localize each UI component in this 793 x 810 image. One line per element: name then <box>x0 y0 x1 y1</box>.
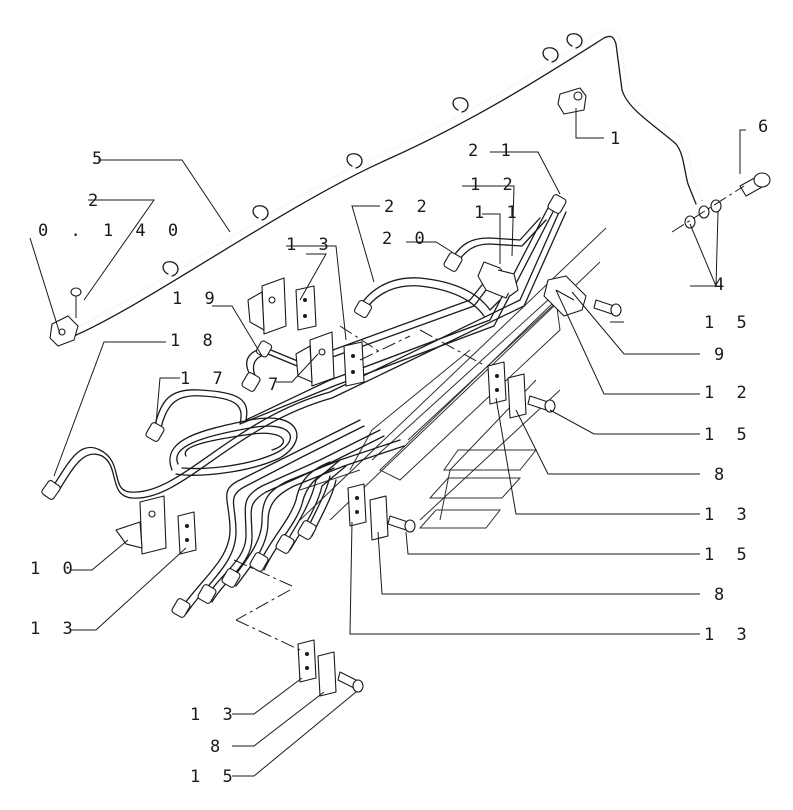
clamp-13-left <box>177 511 197 555</box>
label-12-right: 1 2 <box>704 383 753 403</box>
label-11: 1 1 <box>474 203 523 223</box>
clip-1 <box>557 87 587 115</box>
label-21: 2 1 <box>468 141 517 161</box>
part-labels: 1 2 0 . 1 4 0 4 5 6 7 8 8 8 9 1 0 1 1 1 … <box>30 117 774 787</box>
label-13-left: 1 3 <box>30 619 79 639</box>
label-9: 9 <box>714 345 730 365</box>
label-17: 1 7 <box>180 369 229 389</box>
label-15-top: 1 5 <box>704 313 753 333</box>
bolt-2 <box>70 287 82 318</box>
label-8-right: 8 <box>714 465 730 485</box>
label-7: 7 <box>268 375 284 395</box>
axis-line-upper <box>339 325 411 361</box>
label-15-right: 1 5 <box>704 425 753 445</box>
pipe-nuts <box>41 194 567 618</box>
injection-pipes-bundle <box>41 194 567 618</box>
clamp-13-center <box>347 483 389 541</box>
clamp-9 <box>543 275 587 317</box>
label-10: 1 0 <box>30 559 79 579</box>
label-18: 1 8 <box>170 331 219 351</box>
bracket-7 <box>295 331 365 387</box>
label-12-top: 1 2 <box>470 175 519 195</box>
label-6: 6 <box>758 117 774 137</box>
bolt-15-mid-right <box>527 395 556 413</box>
label-15-bottom: 1 5 <box>190 767 239 787</box>
label-4: 4 <box>714 275 730 295</box>
label-8-mid: 8 <box>714 585 730 605</box>
label-1: 1 <box>610 129 626 149</box>
label-22: 2 2 <box>384 197 433 217</box>
clamp-13-mid-right <box>487 361 527 419</box>
axis-line-right <box>419 329 483 365</box>
bolt-15-bottom <box>337 671 364 693</box>
label-13-mid: 1 3 <box>704 625 753 645</box>
label-13-top: 1 3 <box>286 235 335 255</box>
label-8-bottom: 8 <box>210 737 226 757</box>
label-20: 2 0 <box>382 229 431 249</box>
bracket-13-upper <box>247 277 317 335</box>
label-0-140: 0 . 1 4 0 <box>38 221 184 241</box>
label-13-right: 1 3 <box>704 505 753 525</box>
bolt-15-top <box>593 299 622 317</box>
clamp-11 <box>477 261 519 299</box>
clamp-13-bottom <box>297 639 337 697</box>
label-15-mid: 1 5 <box>704 545 753 565</box>
label-2: 2 <box>88 191 104 211</box>
bracket-10 <box>115 495 167 555</box>
label-13-bottom: 1 3 <box>190 705 239 725</box>
screw-6 <box>739 172 771 197</box>
label-5: 5 <box>92 149 108 169</box>
label-19: 1 9 <box>172 289 221 309</box>
leader-lines <box>29 108 746 777</box>
bolt-15-center <box>387 515 416 533</box>
axis-line-lower <box>233 559 301 651</box>
